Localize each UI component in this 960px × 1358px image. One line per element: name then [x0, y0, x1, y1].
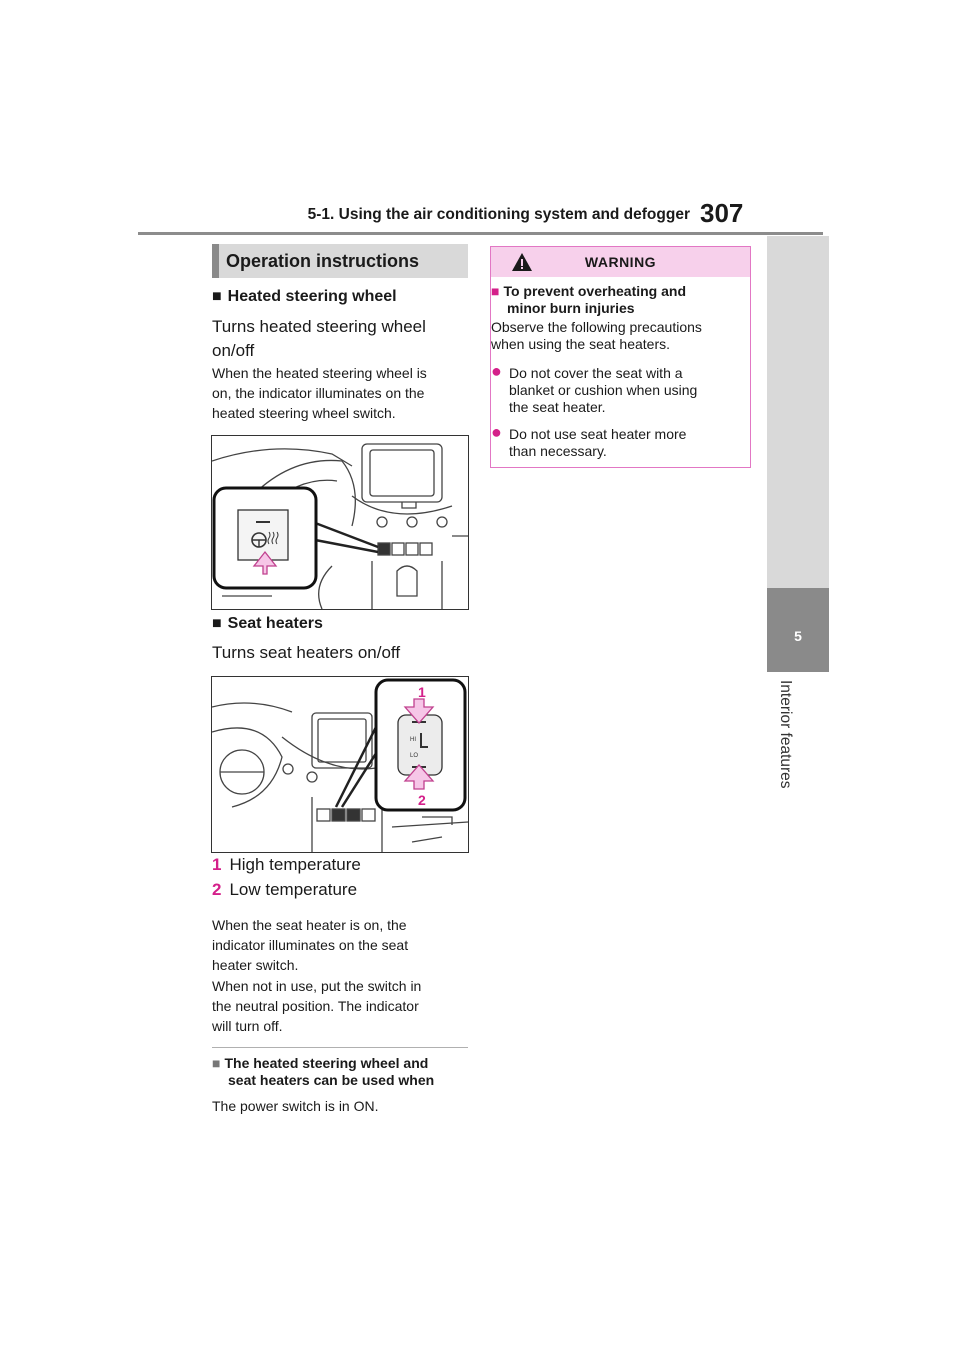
- section-heading: Operation instructions: [212, 244, 468, 278]
- warning-bullet: ● Do not cover the seat with a blanket o…: [491, 361, 698, 415]
- seat-switch-lo-label: LO: [410, 753, 418, 759]
- seat-heaters-figure: HI LO 1 2: [211, 676, 469, 853]
- usage-note-title: ■The heated steering wheel and seat heat…: [212, 1055, 435, 1088]
- seat-heater-note-1: When the seat heater is on, the indicato…: [212, 917, 409, 973]
- heated-wheel-description: Turns heated steering wheel on/off: [212, 317, 426, 360]
- square-bullet-icon: ■: [212, 288, 222, 305]
- round-bullet-icon: ●: [491, 361, 502, 381]
- usage-note-body: The power switch is in ON.: [212, 1098, 379, 1114]
- round-bullet-icon: ●: [491, 422, 502, 442]
- warning-triangle-icon: [512, 253, 532, 271]
- header-rule: [138, 232, 823, 235]
- chapter-tab-light: [767, 236, 829, 588]
- chapter-label: Interior features: [777, 680, 794, 789]
- running-header-title: 5-1. Using the air conditioning system a…: [307, 206, 690, 223]
- subheading-seat-heaters: ■Seat heaters: [212, 615, 323, 632]
- page-number: 307: [700, 198, 744, 228]
- subheading-heated-wheel: ■Heated steering wheel: [212, 288, 397, 305]
- square-bullet-icon: ■: [212, 1055, 221, 1071]
- warning-bullet: ● Do not use seat heater more than neces…: [491, 422, 687, 459]
- section-heading-text: Operation instructions: [226, 251, 420, 271]
- section-heading-bar: [212, 244, 219, 278]
- warning-subtitle: ■To prevent overheating and minor burn i…: [491, 283, 687, 316]
- heated-wheel-figure: [211, 435, 469, 610]
- seat-heater-note-2: When not in use, put the switch in the n…: [212, 978, 422, 1034]
- square-bullet-icon: ■: [491, 283, 500, 299]
- warning-box: WARNING ■To prevent overheating and mino…: [490, 246, 751, 468]
- callout-2: 2: [418, 792, 426, 808]
- warning-label: WARNING: [584, 254, 657, 270]
- warning-header: WARNING: [491, 247, 750, 277]
- chapter-tab[interactable]: [767, 588, 829, 672]
- heated-wheel-note: When the heated steering wheel is on, th…: [212, 365, 427, 421]
- seat-heaters-description: Turns seat heaters on/off: [212, 643, 401, 662]
- square-bullet-icon: ■: [212, 615, 222, 632]
- divider: [212, 1047, 468, 1048]
- seat-switch-hi-label: HI: [410, 737, 416, 743]
- callout-1: 1: [418, 684, 426, 700]
- chapter-number: 5: [794, 628, 802, 644]
- warning-intro: Observe the following precautions when u…: [491, 319, 702, 352]
